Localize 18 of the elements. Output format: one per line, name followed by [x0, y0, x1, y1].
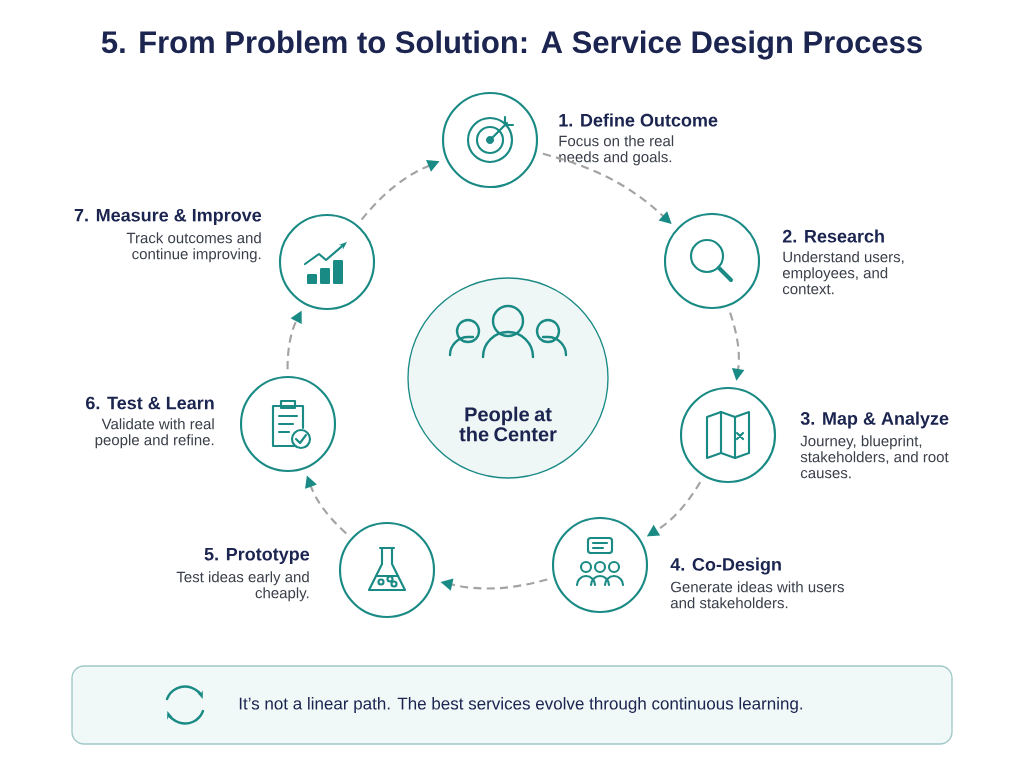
- arrow: [542, 152, 672, 224]
- step-heading: 5. Prototype: [204, 547, 310, 565]
- step-heading: 1. Define Outcome: [559, 113, 718, 127]
- center-label: People at the Center: [459, 406, 557, 442]
- step-description: Generate ideas with users and stakeholders.: [670, 581, 844, 609]
- step-description: Test ideas early and cheaply.: [176, 571, 309, 602]
- step-heading: 3. Map & Analyze: [800, 411, 949, 429]
- step-description: Focus on the real needs and goals.: [559, 135, 674, 166]
- step-heading: 7. Measure & Improve: [74, 208, 262, 226]
- step-heading: 4. Co-Design: [670, 557, 781, 575]
- step-description: Track outcomes and continue improving.: [126, 232, 261, 263]
- note-box: It’s not a linear path. The best services evolve through continuous learning.: [71, 665, 953, 745]
- step-heading: 2. Research: [782, 229, 884, 243]
- title: 5. From Problem to Solution: A Service Design Process: [101, 30, 922, 60]
- step-description: Journey, blueprint, stakeholders, and root causes.: [800, 435, 949, 479]
- step-description: Understand users, employees, and context.: [782, 251, 904, 295]
- step-description: Validate with real people and refine.: [95, 418, 214, 449]
- step-heading: 6. Test & Learn: [86, 396, 214, 410]
